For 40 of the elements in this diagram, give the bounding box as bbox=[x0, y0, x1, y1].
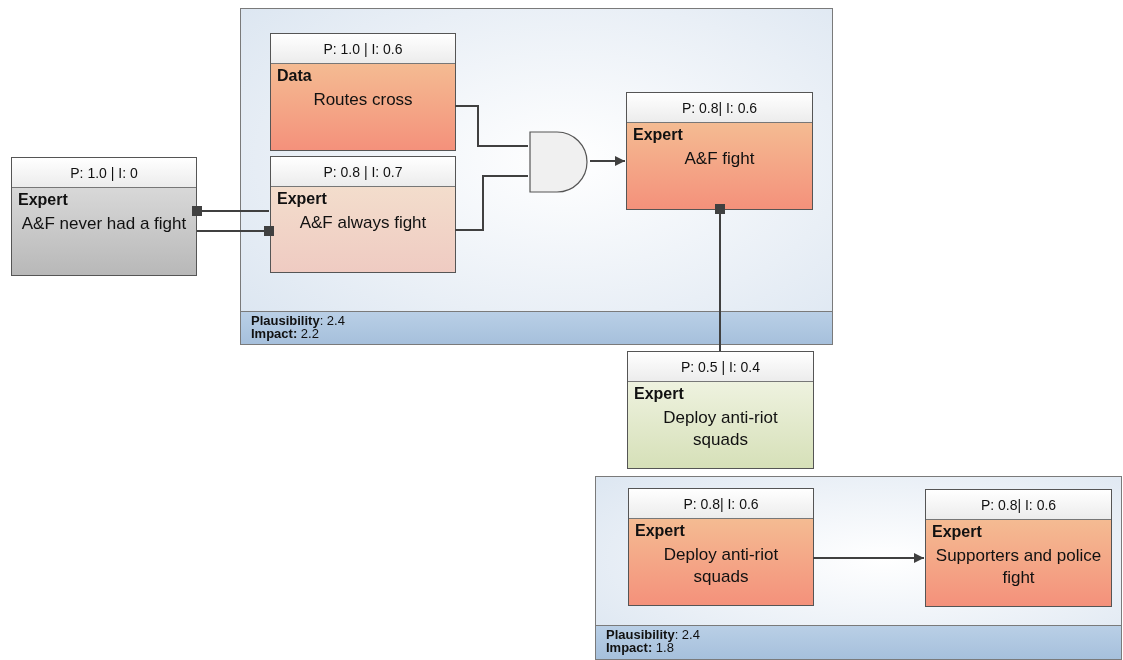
score-header: P: 1.0 | I: 0.6 bbox=[271, 34, 455, 64]
group-panel bbox=[595, 476, 1122, 660]
source-label: Data bbox=[277, 67, 312, 85]
node-card bbox=[270, 33, 456, 151]
card-text: A&F never had a fight bbox=[20, 213, 188, 235]
card-text: Deploy anti-riot squads bbox=[662, 407, 779, 451]
source-label: Expert bbox=[18, 191, 68, 209]
connector bbox=[196, 226, 274, 236]
source-label: Expert bbox=[634, 385, 684, 403]
source-label: Expert bbox=[277, 190, 327, 208]
card-text: Supporters and police fight bbox=[934, 545, 1103, 589]
source-label: Expert bbox=[932, 523, 982, 541]
score-text: Impact: 2.2 bbox=[251, 327, 319, 340]
score-text: Impact: 1.8 bbox=[606, 641, 674, 654]
node-card bbox=[11, 157, 197, 276]
connector bbox=[454, 105, 529, 147]
card-text: Routes cross bbox=[312, 89, 414, 111]
card-text: A&F always fight bbox=[298, 212, 428, 234]
node-card bbox=[627, 351, 814, 469]
node-card bbox=[925, 489, 1112, 607]
connector bbox=[454, 175, 529, 231]
score-header: P: 0.8| I: 0.6 bbox=[629, 489, 813, 519]
card-text: Deploy anti-riot squads bbox=[662, 544, 780, 588]
node-card bbox=[628, 488, 814, 606]
node-card bbox=[626, 92, 813, 210]
connector bbox=[589, 156, 626, 166]
node-card bbox=[270, 156, 456, 273]
and-gate-symbol bbox=[529, 131, 591, 193]
group-panel bbox=[240, 8, 833, 345]
score-header: P: 0.8| I: 0.6 bbox=[926, 490, 1111, 520]
connector bbox=[192, 206, 270, 216]
score-text: Plausibility: 2.4 bbox=[606, 628, 701, 641]
source-label: Expert bbox=[633, 126, 683, 144]
connector bbox=[715, 204, 725, 352]
connector bbox=[812, 553, 925, 563]
score-header: P: 0.8 | I: 0.7 bbox=[271, 157, 455, 187]
card-text: A&F fight bbox=[683, 148, 756, 170]
score-header: P: 0.8| I: 0.6 bbox=[627, 93, 812, 123]
source-label: Expert bbox=[635, 522, 685, 540]
score-text: Plausibility: 2.4 bbox=[251, 314, 346, 327]
